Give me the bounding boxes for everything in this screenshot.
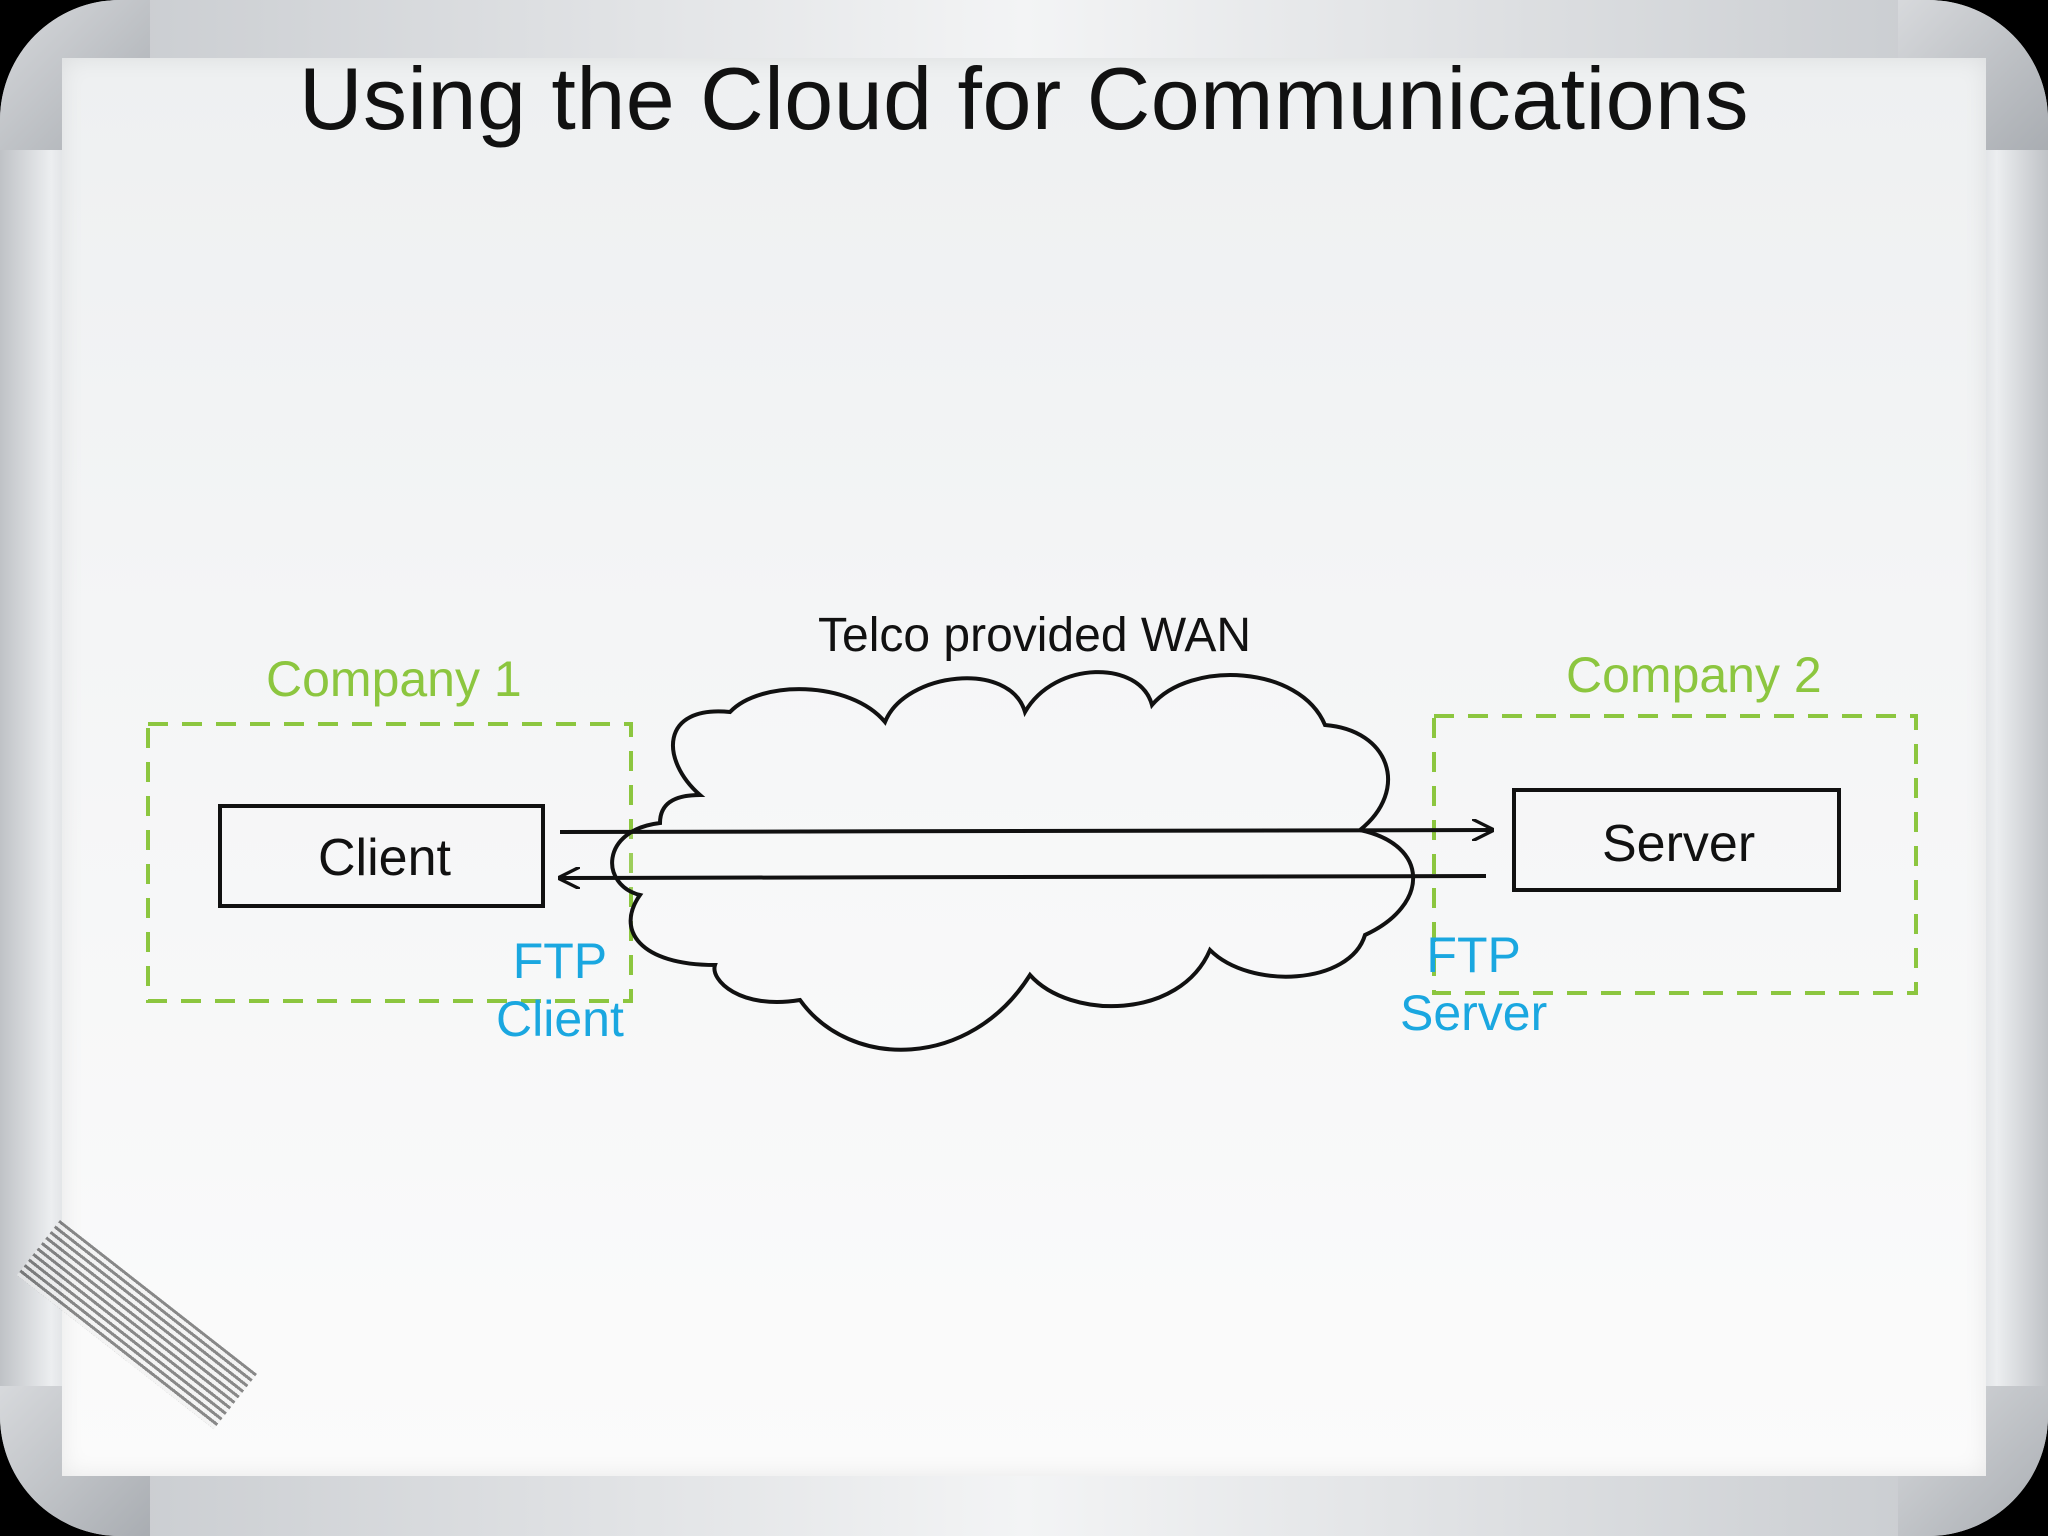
company-1-boundary: [146, 722, 633, 1003]
client-box: [218, 804, 545, 908]
ftp-server-line1: FTP: [1426, 927, 1521, 983]
ftp-client-line2: Client: [496, 991, 624, 1047]
arrow-client-to-server: [559, 830, 1492, 832]
company-2-label: Company 2: [1566, 647, 1822, 703]
ftp-client-line1: FTP: [512, 933, 608, 989]
arrow-server-to-client: [560, 876, 1487, 878]
client-label: Client: [318, 829, 451, 887]
whiteboard-surface: [62, 58, 1986, 1476]
company-2-boundary: [1432, 714, 1918, 995]
slide-title: Using the Cloud for Communications: [298, 49, 1750, 148]
server-box: [1512, 788, 1841, 892]
cloud-label: Telco provided WAN: [818, 609, 1252, 662]
ftp-server-label: FTP Server: [1400, 926, 1547, 1042]
company-1-label: Company 1: [266, 651, 522, 707]
ftp-server-line2: Server: [1400, 985, 1548, 1041]
ftp-client-label: FTP Client: [496, 932, 624, 1048]
wan-cloud: [610, 670, 1416, 1052]
server-label: Server: [1602, 815, 1756, 873]
